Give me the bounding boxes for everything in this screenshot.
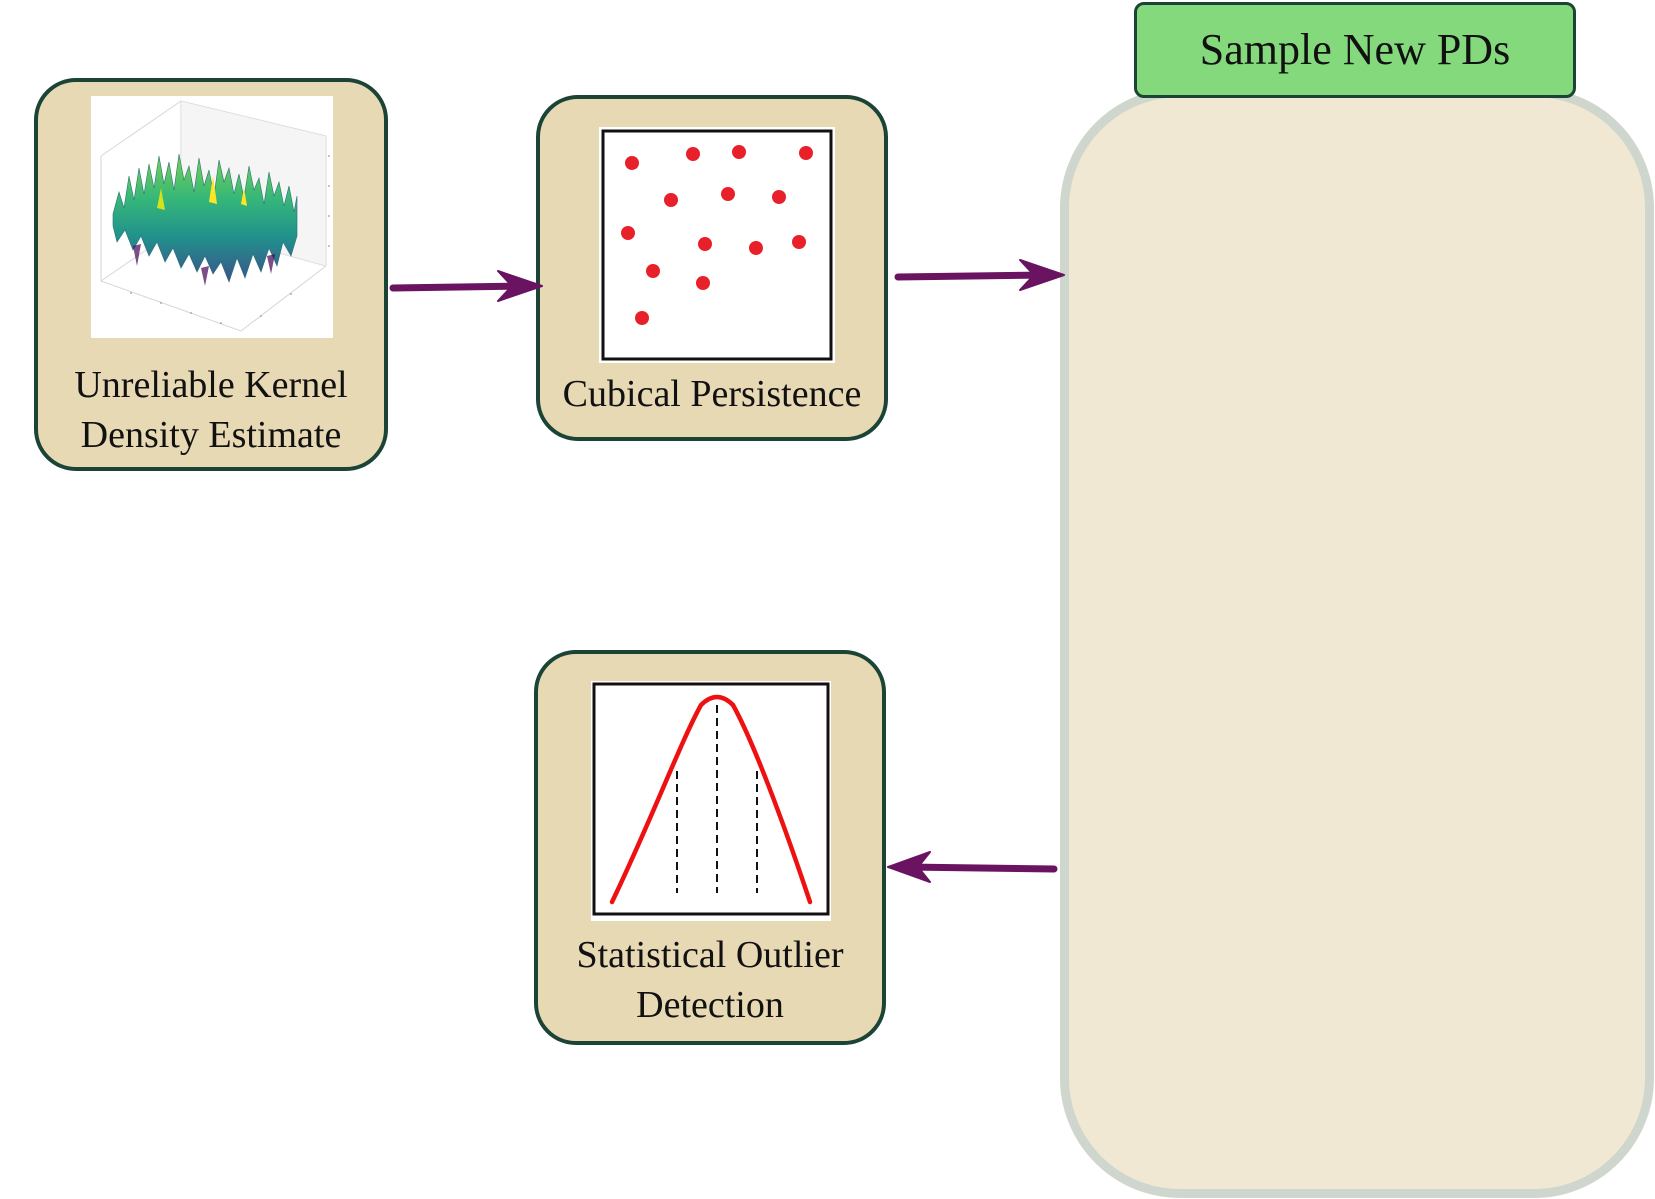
arrow-panel-to-outlier [902, 863, 1058, 873]
cubical-persistence-node: Cubical Persistence [536, 95, 888, 441]
outlier-detection-label: Statistical Outlier Detection [538, 930, 882, 1030]
arrowhead-outlier [887, 851, 931, 883]
outlier-detection-node: Statistical Outlier Detection [534, 650, 886, 1045]
outlier-label-line-2: Detection [636, 984, 784, 1026]
arrow-cubical-to-panel [894, 271, 1052, 281]
kde-label: Unreliable Kernel Density Estimate [38, 360, 384, 460]
3d-surface-plot-icon [91, 96, 333, 338]
sample-pds-title: Sample New PDs [1134, 2, 1576, 98]
arrowhead-cubical [497, 270, 543, 302]
cubical-persistence-label: Cubical Persistence [562, 373, 862, 415]
arrow-kde-to-cubical [389, 282, 532, 292]
outlier-label-line-1: Statistical Outlier [576, 934, 844, 976]
sample-pds-panel [1060, 88, 1654, 1198]
bell-curve-plot-icon [591, 681, 831, 921]
kde-label-line-1: Unreliable Kernel [74, 364, 348, 406]
kde-node: Unreliable Kernel Density Estimate [34, 78, 388, 471]
arrowhead-panel [1019, 259, 1065, 291]
persistence-diagram-scatter-icon [599, 127, 835, 363]
kde-label-line-2: Density Estimate [80, 414, 342, 456]
